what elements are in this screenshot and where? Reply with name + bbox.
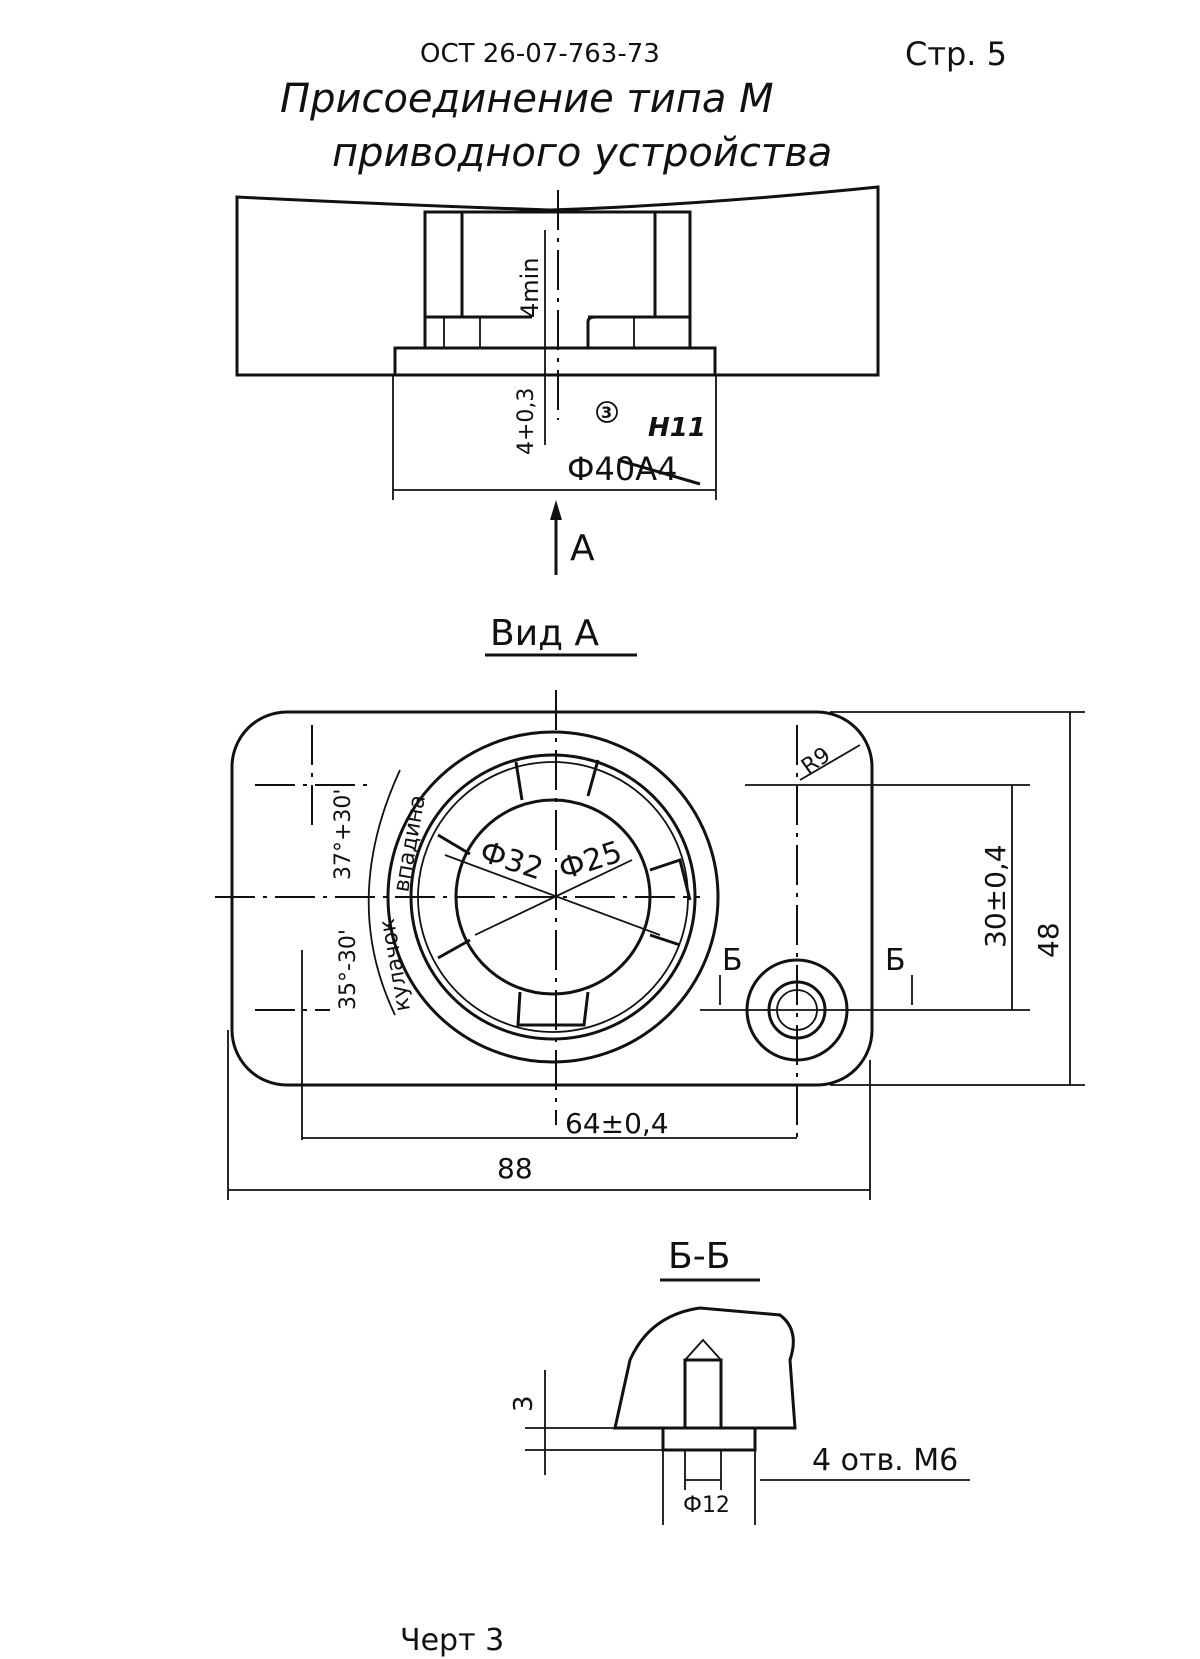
title-line-1: Присоединение типа М: [280, 76, 774, 122]
holes-note: 4 отв. М6: [812, 1443, 958, 1478]
radius-r9: R9: [797, 743, 835, 780]
dia-12: Ф12: [683, 1493, 730, 1518]
note-marker: 3: [601, 403, 612, 422]
top-section-view: 4min 4+0,3 3 H11 Ф40А4 A: [235, 185, 880, 575]
dim-step-4-0-3: 4+0,3: [514, 388, 539, 455]
dim-48: 48: [1032, 922, 1065, 958]
dim-88: 88: [497, 1152, 533, 1185]
section-b-b: Б-Б 3 Ф12 4 отв. М6: [509, 1236, 970, 1525]
document-code: ОСТ 26-07-763-73: [420, 39, 660, 69]
section-mark-right: Б: [885, 943, 906, 978]
section-bb-title: Б-Б: [668, 1236, 730, 1277]
dim-3: 3: [509, 1395, 539, 1412]
diameter-40: Ф40А4: [567, 450, 678, 488]
dim-64: 64±0,4: [565, 1107, 669, 1140]
dim-depth-4min: 4min: [516, 257, 544, 318]
dim-30: 30±0,4: [979, 844, 1012, 948]
angle-bottom: 35°-30': [336, 929, 361, 1010]
view-a-title: Вид А: [490, 613, 599, 654]
label-cam: кулачок: [375, 917, 416, 1014]
view-a: Вид А Ф32 Ф25 37°+30' 35°-30' впадина ку…: [215, 613, 1085, 1200]
page-number: Стр. 5: [905, 35, 1007, 73]
figure-label: Черт 3: [400, 1623, 504, 1658]
view-arrow-label: A: [570, 528, 595, 569]
title-line-2: приводного устройства: [332, 130, 832, 176]
tolerance-h11: H11: [648, 413, 706, 443]
angle-top: 37°+30': [331, 789, 356, 880]
section-mark-left: Б: [722, 943, 743, 978]
